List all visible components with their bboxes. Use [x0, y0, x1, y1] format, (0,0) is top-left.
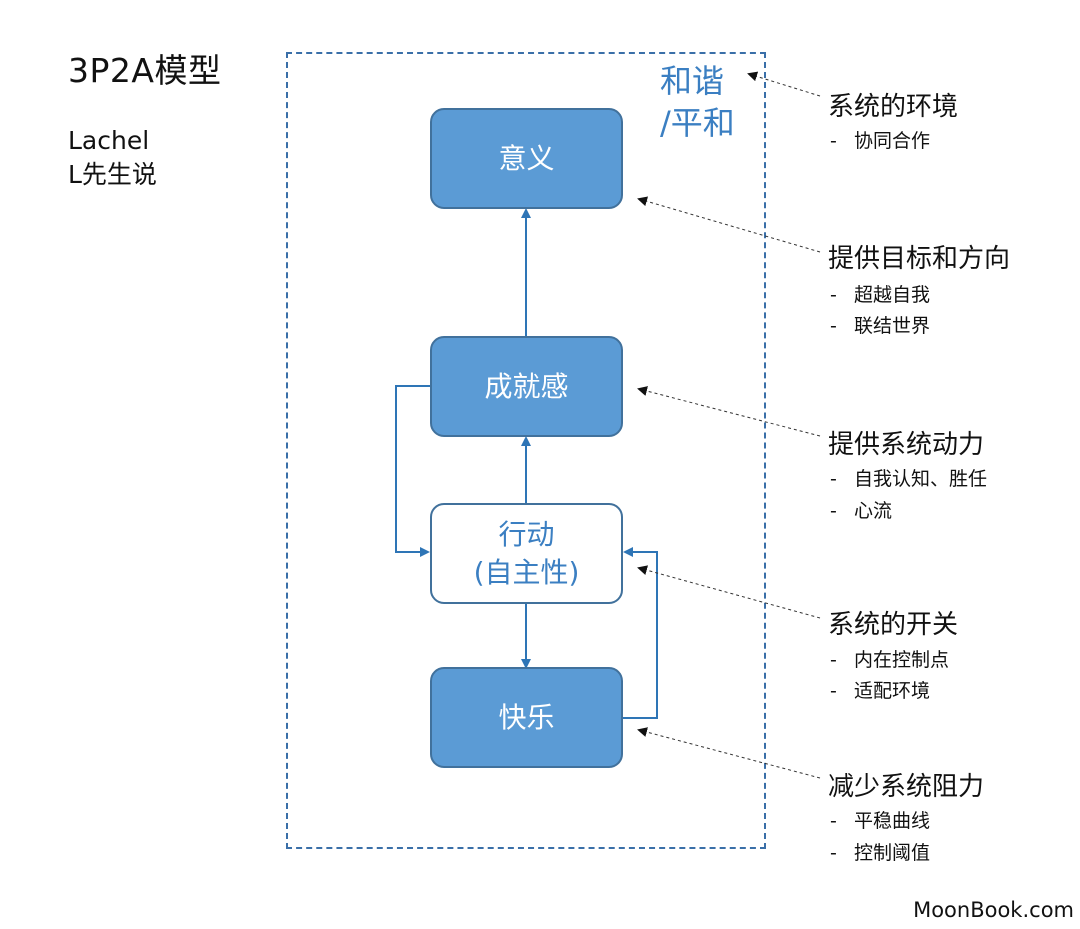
box-action: 行动 (自主性): [430, 503, 623, 604]
note-title-direction: 提供目标和方向: [828, 244, 1011, 274]
author-line-2: L先生说: [68, 160, 157, 189]
note-item: -联结世界: [830, 315, 931, 337]
note-item: -内在控制点: [830, 649, 950, 671]
box-meaning: 意义: [430, 108, 623, 209]
note-item: -协同合作: [830, 130, 931, 152]
brand-watermark: MoonBook.com: [913, 898, 1074, 922]
note-item: -自我认知、胜任: [830, 468, 988, 490]
loop-joy-to-action: [623, 547, 658, 719]
system-frame: [286, 52, 766, 849]
box-joy: 快乐: [430, 667, 623, 768]
author-line-1: Lachel: [68, 126, 150, 155]
note-item: -控制阈值: [830, 842, 931, 864]
note-title-power: 提供系统动力: [828, 430, 985, 460]
pointer-resistance: [637, 727, 821, 779]
note-title-resistance: 减少系统阻力: [828, 772, 985, 802]
pointer-environment: [747, 71, 821, 97]
note-item: -心流: [830, 500, 893, 522]
pointer-power: [637, 386, 821, 437]
harmony-line-2: /平和: [660, 104, 735, 142]
loop-achievement-to-action: [395, 385, 430, 557]
harmony-label: 和谐 /平和: [660, 60, 735, 144]
box-action-line-1: 行动: [498, 517, 555, 551]
note-item: -适配环境: [830, 680, 931, 702]
diagram-title: 3P2A模型: [68, 51, 222, 90]
note-title-environment: 系统的环境: [828, 92, 959, 122]
note-item: -超越自我: [830, 284, 931, 306]
pointer-switch: [637, 565, 821, 619]
note-item: -平稳曲线: [830, 810, 931, 832]
box-action-line-2: (自主性): [473, 555, 580, 589]
note-title-switch: 系统的开关: [828, 610, 959, 640]
pointer-direction: [637, 196, 821, 253]
box-achievement: 成就感: [430, 336, 623, 437]
author-label: Lachel L先生说: [68, 124, 157, 192]
harmony-line-1: 和谐: [660, 62, 725, 100]
